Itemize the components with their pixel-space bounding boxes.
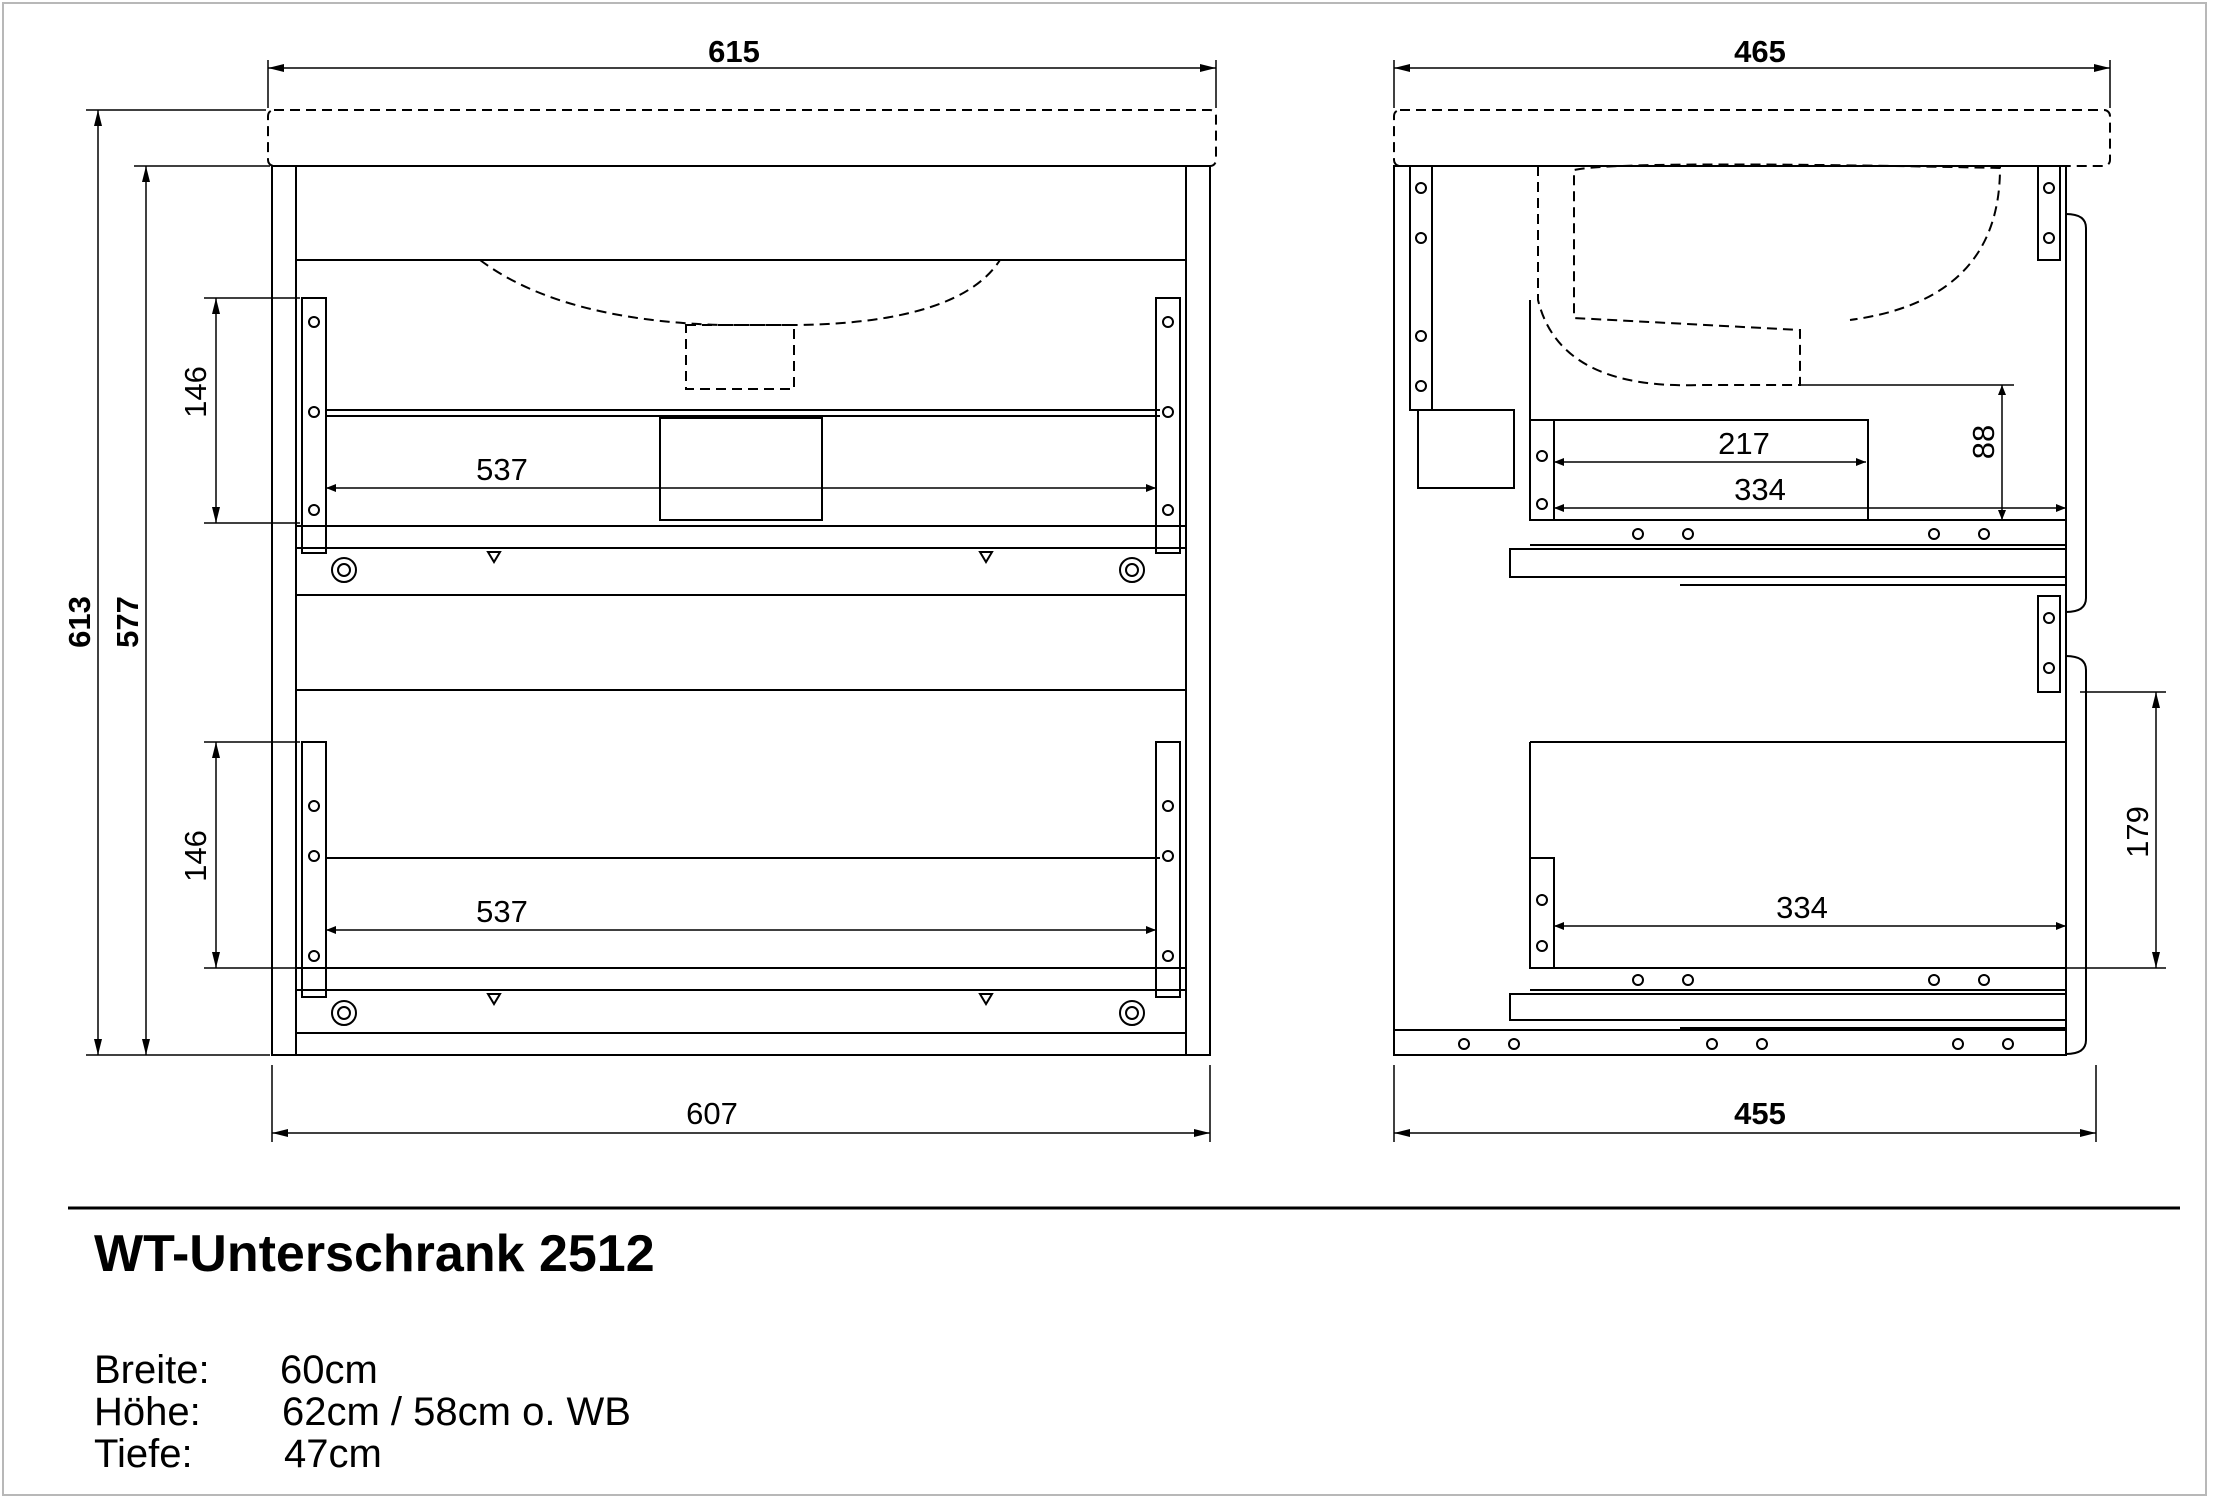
- front-right-panel: [1185, 165, 1211, 1056]
- spec-value-height: 62cm / 58cm o. WB: [282, 1390, 631, 1434]
- product-title: WT-Unterschrank 2512: [94, 1225, 655, 1283]
- title-block: WT-Unterschrank 2512 Breite: 60cm Höhe: …: [94, 1225, 1994, 1474]
- front-countertop: [267, 109, 1217, 167]
- front-dim-top-width: 615: [708, 34, 760, 69]
- front-hinge-hardware: [331, 551, 1145, 1026]
- side-dim-bottom-depth: 455: [1734, 1096, 1786, 1131]
- front-siphon: [685, 324, 795, 390]
- front-dim-lower-drawer-height: 146: [178, 830, 213, 882]
- side-dim-lower-drawer-depth: 334: [1776, 890, 1828, 925]
- side-dim-upper-drawer-depth: 334: [1734, 472, 1786, 507]
- front-left-panel: [271, 165, 297, 1056]
- front-dim-upper-drawer-width: 537: [476, 452, 528, 487]
- front-dimension-lines: [86, 60, 1217, 1142]
- front-dim-body-height: 577: [110, 596, 145, 648]
- front-dim-lower-drawer-width: 537: [476, 894, 528, 929]
- side-view: [1393, 109, 2111, 1056]
- front-dim-bottom-width: 607: [686, 1096, 738, 1131]
- front-dim-total-height: 613: [62, 596, 97, 648]
- spec-label-depth: Tiefe:: [94, 1432, 193, 1476]
- front-dim-upper-drawer-height: 146: [178, 366, 213, 418]
- side-dim-upper-inner-depth: 217: [1718, 426, 1770, 461]
- spec-value-depth: 47cm: [284, 1432, 382, 1476]
- front-view: [267, 109, 1217, 1056]
- front-basin: [479, 259, 1001, 326]
- side-dim-upper-drawer-height: 88: [1966, 425, 2001, 459]
- side-dim-top-depth: 465: [1734, 34, 1786, 69]
- front-screw-holes: [308, 316, 1174, 962]
- side-dimension-lines: [1393, 60, 2166, 1142]
- spec-label-height: Höhe:: [94, 1390, 201, 1434]
- side-dim-lower-drawer-height: 179: [2120, 806, 2155, 858]
- side-cabinet-body: [1393, 165, 2067, 1056]
- side-countertop: [1393, 109, 2111, 167]
- spec-label-width: Breite:: [94, 1348, 210, 1392]
- side-basin: [1537, 163, 2002, 387]
- spec-value-width: 60cm: [280, 1348, 378, 1392]
- side-screw-holes: [1415, 182, 2055, 1050]
